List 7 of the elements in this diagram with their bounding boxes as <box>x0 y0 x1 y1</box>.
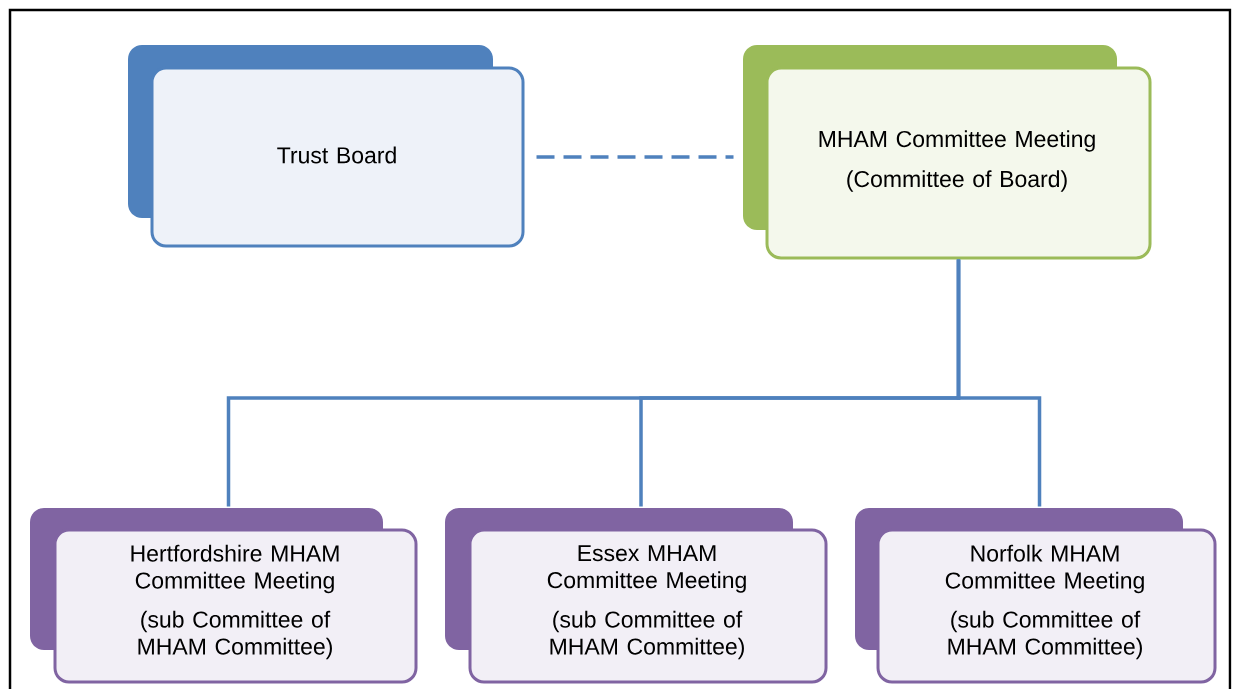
committee-box: Norfolk MHAM Committee Meeting (sub Committee of MHAM Committee) <box>855 508 1217 684</box>
connector-line <box>536 155 734 159</box>
connector-line <box>956 259 1042 507</box>
committee-box: Essex MHAM Committee Meeting (sub Committee of MHAM Committee) <box>445 508 828 684</box>
committee-box: MHAM Committee Meeting (Committee of Board) <box>743 45 1152 260</box>
committee-box: Trust Board <box>128 45 525 248</box>
committee-box: Hertfordshire MHAM Committee Meeting (sub Committee of MHAM Committee) <box>30 508 418 684</box>
